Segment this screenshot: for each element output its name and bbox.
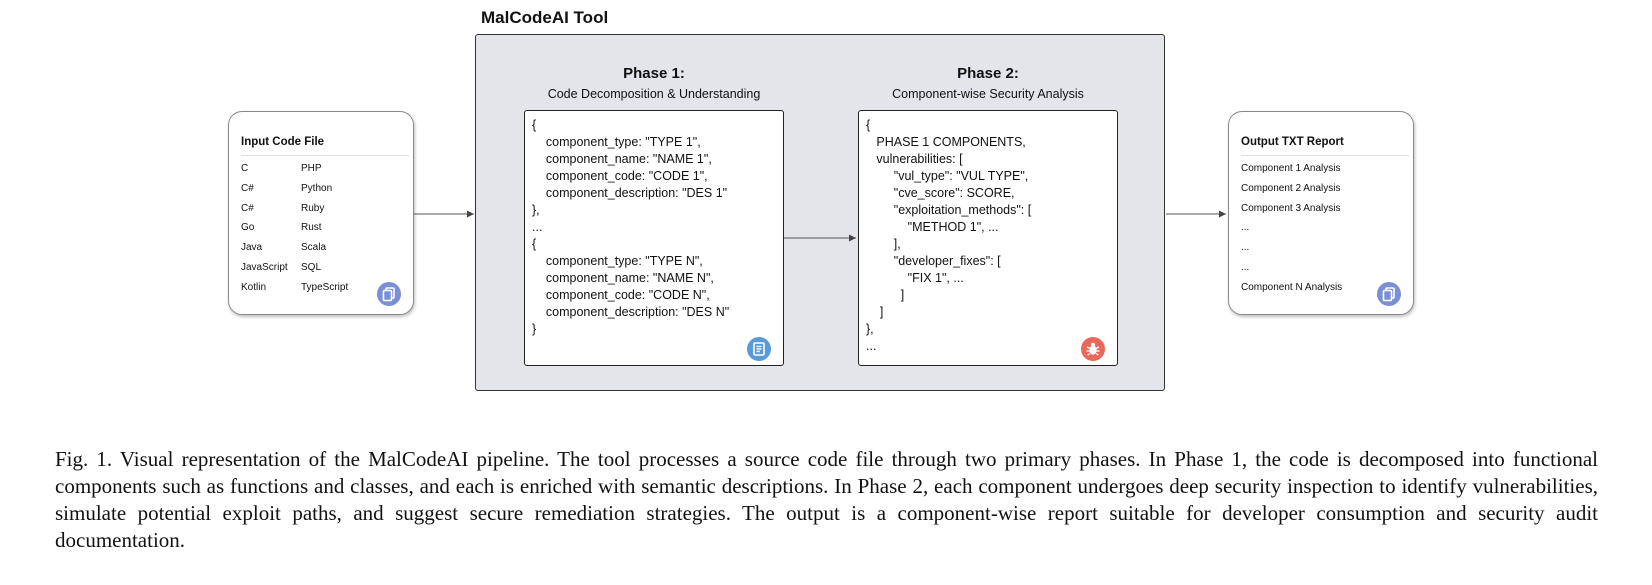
language-row: C PHP bbox=[241, 163, 322, 174]
bug-icon bbox=[1081, 337, 1105, 361]
phase2-subtitle: Component-wise Security Analysis bbox=[892, 87, 1084, 101]
code-line: ... bbox=[532, 220, 543, 234]
output-card-title: Output TXT Report bbox=[1241, 136, 1344, 148]
language-name: Ruby bbox=[301, 203, 325, 214]
code-line: ... bbox=[866, 339, 877, 353]
language-name: SQL bbox=[301, 262, 322, 273]
language-name: Go bbox=[241, 222, 255, 233]
output-card-divider bbox=[1241, 155, 1409, 156]
code-line: component_type: "TYPE 1", bbox=[532, 135, 701, 149]
language-name: C# bbox=[241, 183, 254, 194]
code-line: component_name: "NAME 1", bbox=[532, 152, 712, 166]
input-card-divider bbox=[241, 155, 409, 156]
language-name: PHP bbox=[301, 163, 322, 174]
document-icon bbox=[747, 337, 771, 361]
code-line: }, bbox=[532, 203, 540, 217]
report-item: Component 3 Analysis bbox=[1241, 203, 1341, 214]
language-row: JavaScript SQL bbox=[241, 262, 321, 273]
code-line: component_description: "DES N" bbox=[532, 305, 730, 319]
code-line: { bbox=[532, 118, 537, 132]
output-report-card: Output TXT Report Component 1 Analysis C… bbox=[1228, 111, 1414, 315]
code-line: vulnerabilities: [ bbox=[866, 152, 963, 166]
input-code-file-card: Input Code File C PHP C# Python C# Ruby Go R… bbox=[228, 111, 414, 315]
phase1-subtitle: Code Decomposition & Understanding bbox=[547, 87, 761, 101]
file-copy-icon bbox=[1377, 282, 1401, 306]
language-row: Go Rust bbox=[241, 222, 322, 233]
code-line: "developer_fixes": [ bbox=[866, 254, 1001, 268]
code-line: component_code: "CODE 1", bbox=[532, 169, 708, 183]
file-copy-icon bbox=[377, 282, 401, 306]
language-name: C bbox=[241, 163, 249, 174]
code-line: "vul_type": "VUL TYPE", bbox=[866, 169, 1029, 183]
report-item: ... bbox=[1241, 242, 1250, 253]
code-line: }, bbox=[866, 322, 874, 336]
report-item: Component 2 Analysis bbox=[1241, 183, 1341, 194]
code-line: ] bbox=[866, 288, 905, 302]
code-line: "exploitation_methods": [ bbox=[866, 203, 1032, 217]
code-line: ] bbox=[866, 305, 884, 319]
language-name: Java bbox=[241, 242, 263, 253]
code-line: component_code: "CODE N", bbox=[532, 288, 710, 302]
code-line: component_name: "NAME N", bbox=[532, 271, 714, 285]
report-item: ... bbox=[1241, 222, 1250, 233]
language-name: Rust bbox=[301, 222, 322, 233]
code-line: } bbox=[532, 322, 537, 336]
language-name: C# bbox=[241, 203, 254, 214]
code-line: PHASE 1 COMPONENTS, bbox=[866, 135, 1026, 149]
language-name: Scala bbox=[301, 242, 327, 253]
language-row: Kotlin TypeScript bbox=[241, 282, 348, 293]
language-name: Kotlin bbox=[241, 282, 267, 293]
language-row: Java Scala bbox=[241, 242, 326, 253]
code-line: { bbox=[866, 118, 871, 132]
code-line: "cve_score": SCORE, bbox=[866, 186, 1015, 200]
language-name: Python bbox=[301, 183, 333, 194]
tool-title: MalCodeAI Tool bbox=[481, 8, 609, 27]
code-line: { bbox=[532, 237, 537, 251]
language-name: TypeScript bbox=[301, 282, 349, 293]
phase2-code-box: { PHASE 1 COMPONENTS, vulnerabilities: [… bbox=[858, 110, 1118, 366]
code-line: component_type: "TYPE N", bbox=[532, 254, 703, 268]
phase2-title: Phase 2: bbox=[957, 65, 1019, 82]
phase1-title: Phase 1: bbox=[623, 65, 685, 82]
code-line: "METHOD 1", ... bbox=[866, 220, 999, 234]
language-name: JavaScript bbox=[241, 262, 288, 273]
code-line: component_description: "DES 1" bbox=[532, 186, 728, 200]
code-line: "FIX 1", ... bbox=[866, 271, 964, 285]
code-line: ], bbox=[866, 237, 901, 251]
language-row: C# Ruby bbox=[241, 203, 324, 214]
phase1-code-box: { component_type: "TYPE 1", component_na… bbox=[524, 110, 784, 366]
report-item: ... bbox=[1241, 262, 1250, 273]
report-item: Component 1 Analysis bbox=[1241, 163, 1341, 174]
input-card-title: Input Code File bbox=[241, 136, 325, 148]
figure-caption: Fig. 1. Visual representation of the Mal… bbox=[55, 447, 1598, 552]
report-item: Component N Analysis bbox=[1241, 282, 1343, 293]
language-row: C# Python bbox=[241, 183, 332, 194]
